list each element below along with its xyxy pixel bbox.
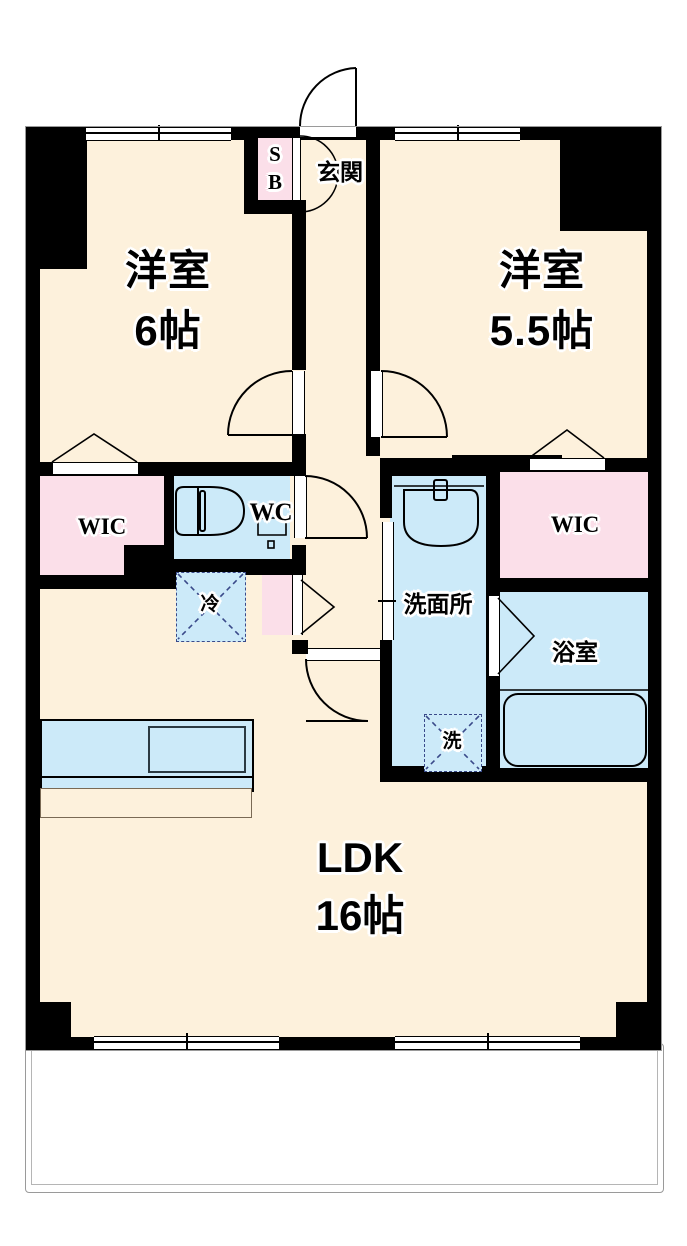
balcony-floor: [33, 1040, 654, 1175]
wall-entrance-left: [244, 126, 258, 214]
vanity-faucet: [433, 479, 448, 501]
ldk-door-arc: [305, 658, 369, 722]
bathroom: [500, 592, 650, 770]
wall-bedroom-left-right: [292, 210, 306, 370]
wall-wc-top: [164, 462, 300, 476]
vanity-sink-basin: [403, 489, 479, 548]
toilet-bowl: [175, 486, 246, 536]
kitchen-cabinet-front: [40, 788, 252, 818]
washer-cross-2: [425, 715, 480, 770]
ldk-door-threshold[interactable]: [306, 648, 386, 661]
bedroom-right-door-arc: [380, 370, 448, 438]
wall-closet-right-right: [648, 458, 662, 582]
wall-wc-left: [164, 462, 174, 575]
toilet-seat-detail: [199, 490, 206, 532]
wall-bathroom-bottom: [486, 768, 662, 782]
bedroom-right-door-leaf[interactable]: [370, 371, 383, 437]
wall-washroom-bottom: [380, 766, 520, 782]
wall-wc-bottom: [164, 559, 306, 575]
pillar-top-right: [560, 126, 662, 231]
closet-right: [500, 470, 650, 580]
ldk-window-left-center-mark: [186, 1033, 188, 1051]
bedroom-left-door-arc: [227, 370, 293, 436]
hand-basin-faucet: [267, 540, 275, 549]
shoe-box-door-line: [292, 138, 301, 210]
corridor-small-closet: [262, 575, 292, 635]
bathtub: [503, 693, 647, 767]
wall-entrance-bottom: [244, 200, 306, 214]
kitchen-sink: [148, 726, 246, 773]
toilet-door-leaf[interactable]: [294, 476, 307, 538]
toilet-door-arc: [304, 475, 368, 539]
bathroom-door-leaf[interactable]: [488, 596, 500, 676]
pillar-bottom-right: [616, 1002, 662, 1051]
ldk-window-right-center-mark: [487, 1033, 489, 1051]
wall-wic-left-bottom: [25, 575, 200, 589]
closet-left-folding-door-marker: [51, 433, 138, 463]
pillar-bottom-left: [25, 1002, 71, 1051]
wall-closet-right-bottom: [486, 578, 662, 592]
closet-left-door-panel[interactable]: [52, 462, 139, 475]
closet-right-door-panel[interactable]: [529, 458, 606, 471]
pillar-top-left: [25, 126, 87, 269]
bedroom-right-window-center-mark: [457, 125, 459, 141]
wall-bathroom-right: [648, 578, 662, 782]
entrance-door-arc: [299, 67, 357, 127]
wall-corridor-bottom-left: [292, 640, 308, 654]
wall-washroom-left-upper: [380, 458, 392, 518]
wall-washroom-top: [380, 458, 498, 476]
closet-left-ext: [40, 476, 124, 586]
bathroom-folding-door-marker: [497, 597, 536, 675]
washroom-sliding-door[interactable]: [382, 522, 394, 640]
refrigerator-cross-2: [177, 573, 244, 640]
hand-wash-basin: [257, 517, 287, 536]
wall-washroom-left-lower: [380, 640, 392, 780]
corridor-small-closet-door[interactable]: [292, 575, 303, 635]
entrance-step-arc: [299, 135, 339, 213]
corridor-folding-door-marker: [300, 579, 336, 635]
bedroom-left-window-center-mark: [158, 125, 160, 141]
closet-right-folding-door-marker: [528, 429, 605, 459]
shoe-box: [258, 138, 292, 210]
entrance-recess: [296, 60, 356, 126]
bedroom-left-door-leaf[interactable]: [292, 371, 305, 435]
washroom-sliding-door-mark: [378, 600, 396, 602]
